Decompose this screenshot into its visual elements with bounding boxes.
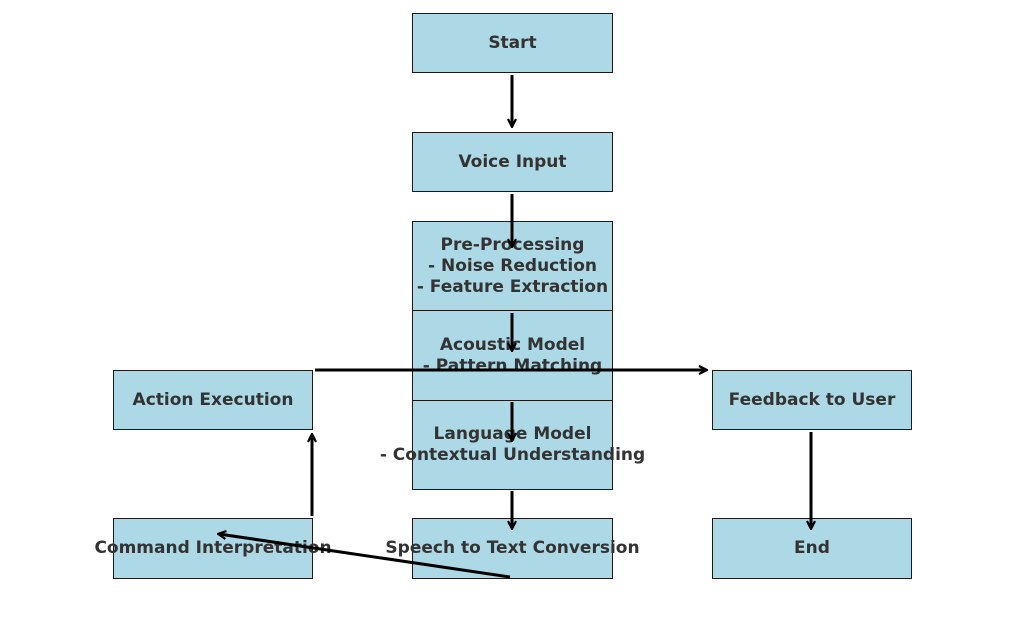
node-start: Start bbox=[412, 13, 613, 73]
node-acoustic-model-title: Acoustic Model bbox=[439, 334, 586, 355]
node-speech-to-text: Speech to Text Conversion bbox=[385, 518, 640, 579]
node-voice-input-label: Voice Input bbox=[458, 151, 567, 172]
node-language-model-step-1: - Contextual Understanding bbox=[379, 445, 646, 465]
node-speech-to-text-label: Speech to Text Conversion bbox=[385, 538, 640, 558]
node-pre-processing: Pre-Processing - Noise Reduction - Featu… bbox=[412, 221, 613, 311]
node-action-execution-label: Action Execution bbox=[132, 389, 294, 410]
node-end: End bbox=[712, 518, 912, 579]
node-pre-processing-step-2: - Feature Extraction bbox=[416, 276, 609, 297]
node-pre-processing-step-1: - Noise Reduction bbox=[428, 255, 597, 276]
node-command-interpretation-label: Command Interpretation bbox=[94, 538, 332, 558]
node-feedback-to-user: Feedback to User bbox=[712, 370, 912, 430]
node-language-model-title: Language Model bbox=[433, 424, 592, 444]
node-acoustic-model: Acoustic Model - Pattern Matching bbox=[412, 310, 613, 401]
node-feedback-to-user-label: Feedback to User bbox=[728, 389, 896, 410]
node-command-interpretation: Command Interpretation bbox=[94, 518, 332, 579]
node-action-execution: Action Execution bbox=[113, 370, 313, 430]
node-start-label: Start bbox=[488, 32, 537, 53]
node-pre-processing-title: Pre-Processing bbox=[440, 234, 585, 255]
node-end-label: End bbox=[794, 538, 830, 558]
node-voice-input: Voice Input bbox=[412, 132, 613, 192]
node-acoustic-model-step-1: - Pattern Matching bbox=[422, 355, 603, 376]
node-language-model: Language Model - Contextual Understandin… bbox=[380, 400, 645, 490]
